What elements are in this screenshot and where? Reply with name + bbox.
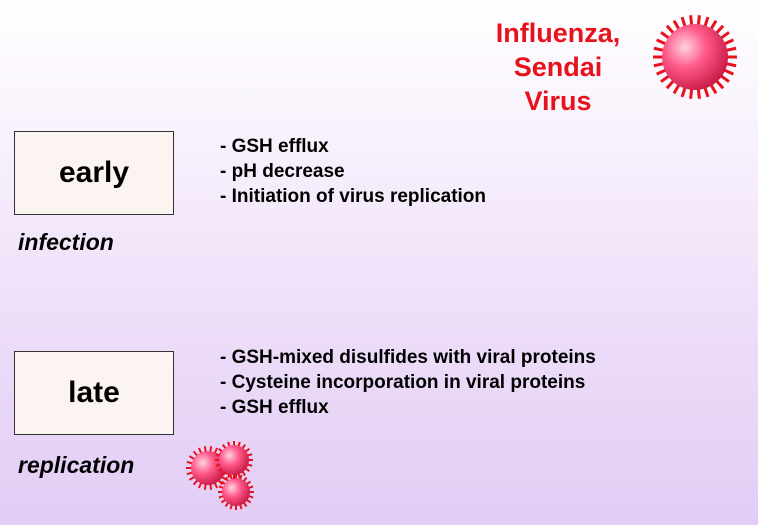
stage-box-label: late: [68, 376, 120, 409]
stage-caption-infection: infection: [18, 229, 114, 255]
stage-caption-replication: replication: [18, 452, 135, 478]
list-item: - Cysteine incorporation in viral protei…: [220, 372, 586, 393]
stage-box-early: early: [14, 131, 174, 215]
virus-particle-icon: [218, 474, 254, 510]
title-line-1: Influenza,: [495, 18, 621, 48]
stage-box-late: late: [14, 351, 174, 435]
list-item: - Initiation of virus replication: [220, 186, 487, 207]
early-events-list: - GSH efflux - pH decrease - Initiation …: [220, 134, 486, 209]
virus-cluster-icon: [186, 441, 254, 510]
list-item: - GSH efflux: [220, 397, 329, 418]
title-line-2: Sendai: [513, 52, 603, 82]
virus-icon: [653, 15, 737, 99]
virus-particle-icon: [215, 441, 253, 479]
list-item: - GSH-mixed disulfides with viral protei…: [220, 347, 596, 368]
list-item: - pH decrease: [220, 161, 345, 182]
title-line-3: Virus: [524, 86, 592, 116]
late-events-list: - GSH-mixed disulfides with viral protei…: [220, 345, 596, 420]
stage-box-label: early: [58, 156, 130, 189]
diagram-title: Influenza, Sendai Virus: [478, 16, 638, 118]
list-item: - GSH efflux: [220, 136, 329, 157]
